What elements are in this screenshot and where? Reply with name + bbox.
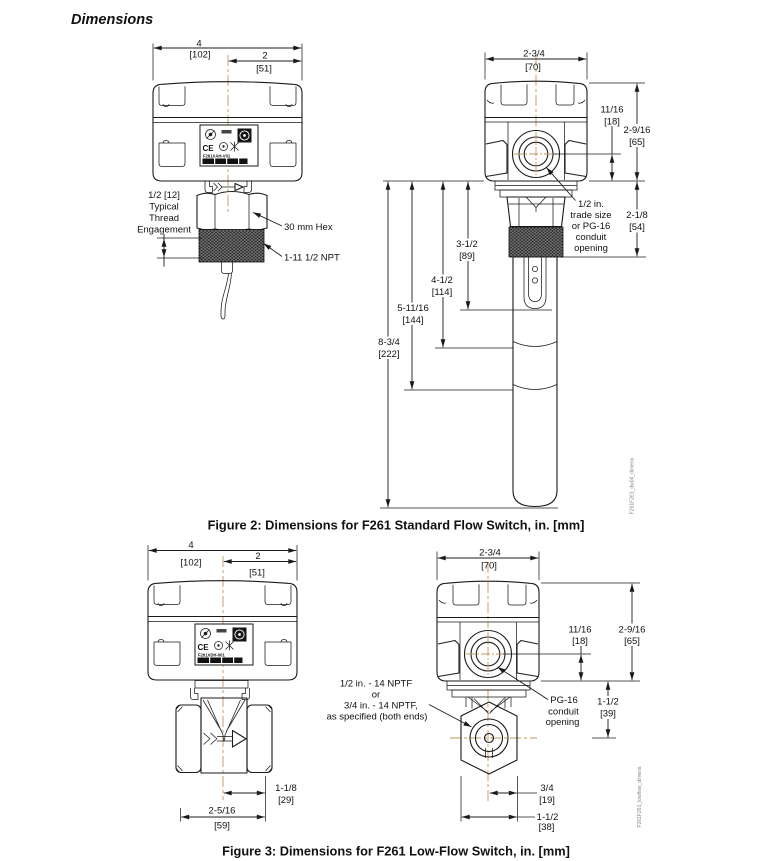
fig2-depth3-mm: [144]	[402, 315, 423, 326]
fig3-nptf-line1: 1/2 in. - 14 NPTF	[340, 679, 413, 690]
fig3-conduit-line2: conduit	[548, 707, 579, 718]
page-title: Dimensions	[71, 12, 153, 28]
fig2-front-width-mm: [102]	[189, 50, 210, 61]
fig2-depth1-mm: [89]	[459, 251, 475, 262]
fig3-height-in: 2-9/16	[619, 625, 646, 636]
fig2-side-ref: F261F261_dw04_dimens	[630, 457, 636, 514]
fig2-depth1-in: 3-1/2	[456, 239, 478, 250]
fig3-caption: Figure 3: Dimensions for F261 Low-Flow S…	[222, 844, 570, 859]
fig2-offset-in: 11/16	[600, 105, 623, 116]
fig2-front-half-mm: [51]	[256, 64, 272, 75]
fig3-side-width-mm: [70]	[481, 561, 497, 572]
fig3-front-view: 4 [102] 2 [51] F261XDH-001 1-1/8 [29] 2-…	[147, 540, 472, 832]
fig2-side-view: 2-3/4 [70] 3-1/2 [89] 4-1/2 [114]	[373, 49, 653, 509]
fig2-conduit-line2: trade size	[570, 210, 611, 221]
fig3-hexhalf-in: 3/4	[540, 783, 553, 794]
fig3-drop-mm: [39]	[600, 709, 616, 720]
fig2-front-view: 4 [102] 2 [51] F261XAH-V01 1/2 [12] Typi…	[137, 39, 340, 320]
fig2-depth3-in: 5-11/16	[397, 303, 429, 314]
fig3-side-ref: F261F261_lowflow_dimens	[637, 766, 643, 827]
fig2-front-width-in: 4	[196, 39, 201, 50]
fig3-nptf-line2: or	[372, 690, 380, 701]
fig3-hexhalf-mm: [19]	[539, 795, 555, 806]
fig2-side-width-mm: [70]	[525, 62, 541, 73]
fig2-plate-model: F261XAH-V01	[203, 154, 231, 159]
fig3-side-view: 2-3/4 [70] 2-9/16 [65] 11/16 [18] 1-1/2 …	[436, 548, 648, 833]
fig3-side-width-in: 2-3/4	[479, 548, 501, 559]
fig3-front-half-mm: [51]	[249, 568, 265, 579]
fig3-paddle-in: 1-1/8	[275, 783, 297, 794]
fig2-depth2-in: 4-1/2	[431, 275, 453, 286]
fig3-drop-in: 1-1/2	[597, 697, 619, 708]
fig3-offset-in: 11/16	[568, 625, 591, 636]
fig3-body-mm: [59]	[214, 821, 230, 832]
fig2-engagement-line1: 1/2 [12]	[148, 190, 180, 201]
fig2-caption: Figure 2: Dimensions for F261 Standard F…	[208, 518, 585, 533]
fig2-height-mm: [65]	[629, 137, 645, 148]
fig3-paddle-mm: [29]	[278, 795, 294, 806]
fig2-neck-mm: [54]	[629, 222, 645, 233]
fig2-front-half-in: 2	[262, 51, 267, 62]
fig3-hexfull-mm: [38]	[539, 822, 555, 833]
fig2-neck-in: 2-1/8	[626, 210, 648, 221]
fig3-offset-mm: [18]	[572, 636, 588, 647]
fig2-conduit-line1: 1/2 in.	[578, 199, 604, 210]
fig2-npt-callout: 1-11 1/2 NPT	[284, 253, 340, 264]
fig2-conduit-line4: conduit	[576, 232, 607, 243]
fig3-nptf-line4: as specified (both ends)	[327, 712, 428, 723]
fig3-conduit-line3: opening	[546, 717, 580, 728]
fig3-plate-model: F261XDH-001	[198, 653, 225, 658]
fig2-depth4-mm: [222]	[378, 349, 399, 360]
fig2-offset-mm: [18]	[604, 117, 620, 128]
fig2-depth2-mm: [114]	[432, 287, 452, 298]
fig3-nptf-line3: 3/4 in. - 14 NPTF,	[344, 701, 418, 712]
fig2-hex-callout: 30 mm Hex	[284, 222, 333, 233]
fig2-engagement-line4: Engagement	[137, 225, 191, 236]
fig3-hexfull-in: 1-1/2	[537, 812, 559, 823]
fig3-front-half-in: 2	[255, 551, 260, 562]
fig3-height-mm: [65]	[624, 636, 640, 647]
fig2-height-in: 2-9/16	[624, 125, 651, 136]
fig3-conduit-line1: PG-16	[550, 695, 577, 706]
fig2-side-width-in: 2-3/4	[523, 49, 545, 60]
fig3-body-in: 2-5/16	[209, 806, 236, 817]
fig2-engagement-line3: Thread	[149, 213, 179, 224]
fig3-front-width-mm: [102]	[180, 558, 201, 569]
fig2-conduit-line3: or PG-16	[572, 221, 611, 232]
fig2-conduit-line5: opening	[574, 243, 608, 254]
fig2-engagement-line2: Typical	[149, 202, 179, 213]
fig3-front-width-in: 4	[188, 540, 193, 551]
fig2-depth4-in: 8-3/4	[378, 337, 400, 348]
